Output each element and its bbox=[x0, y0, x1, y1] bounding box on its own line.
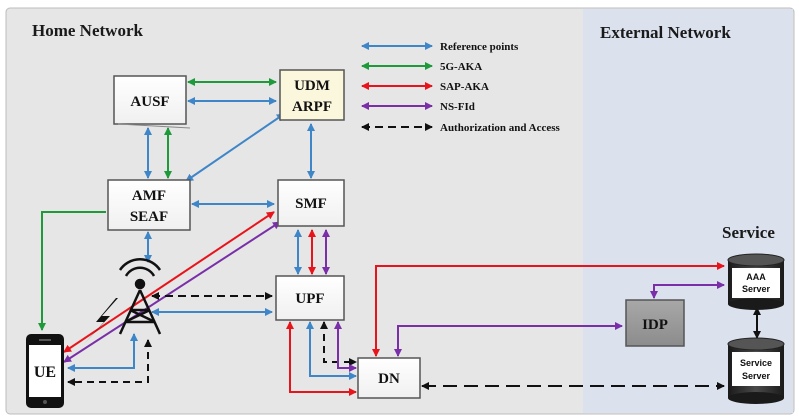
ausf-label: AUSF bbox=[130, 94, 169, 110]
dn-node: DN bbox=[357, 357, 421, 399]
legend-sap-aka: SAP-AKA bbox=[440, 81, 489, 93]
ue-label: UE bbox=[34, 364, 56, 381]
cell-tower-icon bbox=[118, 258, 162, 335]
aaa-server-label: Server bbox=[742, 284, 771, 294]
tower-ue-auth bbox=[67, 339, 152, 386]
idp-aaa-ns-fid bbox=[650, 281, 725, 299]
service-title: Service bbox=[722, 223, 775, 242]
dn-idp-ns-fid bbox=[394, 322, 623, 357]
smf-label: SMF bbox=[295, 196, 327, 212]
amf-seaf-node: AMF SEAF bbox=[107, 179, 191, 231]
ausf-node: AUSF bbox=[113, 75, 191, 129]
arpf-label: ARPF bbox=[292, 99, 332, 115]
dn-label: DN bbox=[378, 371, 400, 387]
service-server-line1: Service bbox=[740, 358, 772, 368]
upf-label: UPF bbox=[295, 291, 324, 307]
upf-dn-ref bbox=[306, 321, 357, 380]
home-network-title: Home Network bbox=[32, 21, 143, 40]
udm-arpf-node: UDM ARPF bbox=[279, 69, 345, 121]
service-server-line2: Server bbox=[742, 371, 771, 381]
smf-node: SMF bbox=[277, 179, 345, 227]
udm-label: UDM bbox=[294, 78, 330, 94]
legend-5g-aka: 5G-AKA bbox=[440, 61, 482, 73]
dn-aaa-sap-aka bbox=[372, 262, 725, 357]
legend-ns-fid: NS-FId bbox=[440, 101, 475, 113]
legend: Reference points 5G-AKA SAP-AKA NS-FId A… bbox=[361, 41, 561, 134]
seaf-label: SEAF bbox=[130, 209, 168, 225]
amf-udm-ref bbox=[185, 113, 285, 182]
amf-label: AMF bbox=[132, 188, 166, 204]
aaa-label: AAA bbox=[746, 272, 766, 282]
aaa-server-icon: AAA Server bbox=[727, 253, 785, 310]
connections bbox=[38, 78, 761, 396]
idp-label: IDP bbox=[642, 317, 668, 333]
upf-dn-sap-aka bbox=[286, 321, 357, 396]
external-network-title: External Network bbox=[600, 23, 731, 42]
legend-authorization-access: Authorization and Access bbox=[440, 122, 561, 134]
legend-reference-points: Reference points bbox=[440, 41, 519, 53]
upf-node: UPF bbox=[275, 275, 345, 321]
service-server-icon: Service Server bbox=[727, 337, 785, 404]
wireless-link-icon bbox=[84, 298, 118, 344]
upf-dn-ns-fid bbox=[334, 321, 357, 372]
idp-node: IDP bbox=[625, 299, 685, 347]
ue-device-icon: UE bbox=[26, 334, 64, 408]
